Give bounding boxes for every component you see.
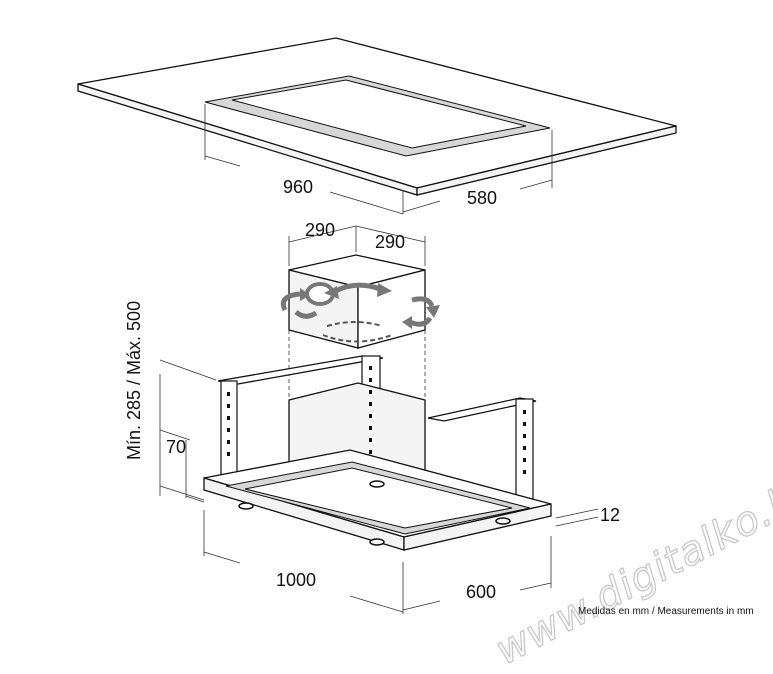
rotation-arrows-icon — [280, 282, 440, 343]
filter-inset-lines — [555, 508, 599, 527]
filter-inset-label: 12 — [600, 505, 620, 525]
hood-depth-label: 600 — [466, 582, 496, 602]
measurement-footnote: Medidas en mm / Measurements in mm — [578, 606, 754, 617]
hood-width-label: 1000 — [276, 570, 316, 590]
ceiling-depth-label: 580 — [467, 188, 497, 208]
ceiling-panel — [77, 37, 677, 196]
duct-width-right-label: 290 — [375, 232, 405, 252]
hood-thickness-label: 70 — [166, 437, 186, 457]
bracket-holes — [227, 366, 526, 474]
height-range-label: Mín. 285 / Máx. 500 — [124, 301, 144, 460]
ceiling-dimension-lines — [204, 104, 553, 215]
duct-width-left-label: 290 — [305, 220, 335, 240]
ceiling-width-label: 960 — [283, 177, 313, 197]
hood-dimension-lines — [203, 510, 552, 614]
duct-dimension-lines — [288, 225, 426, 266]
hood-body — [203, 355, 552, 551]
height-dimension-lines — [159, 359, 217, 503]
